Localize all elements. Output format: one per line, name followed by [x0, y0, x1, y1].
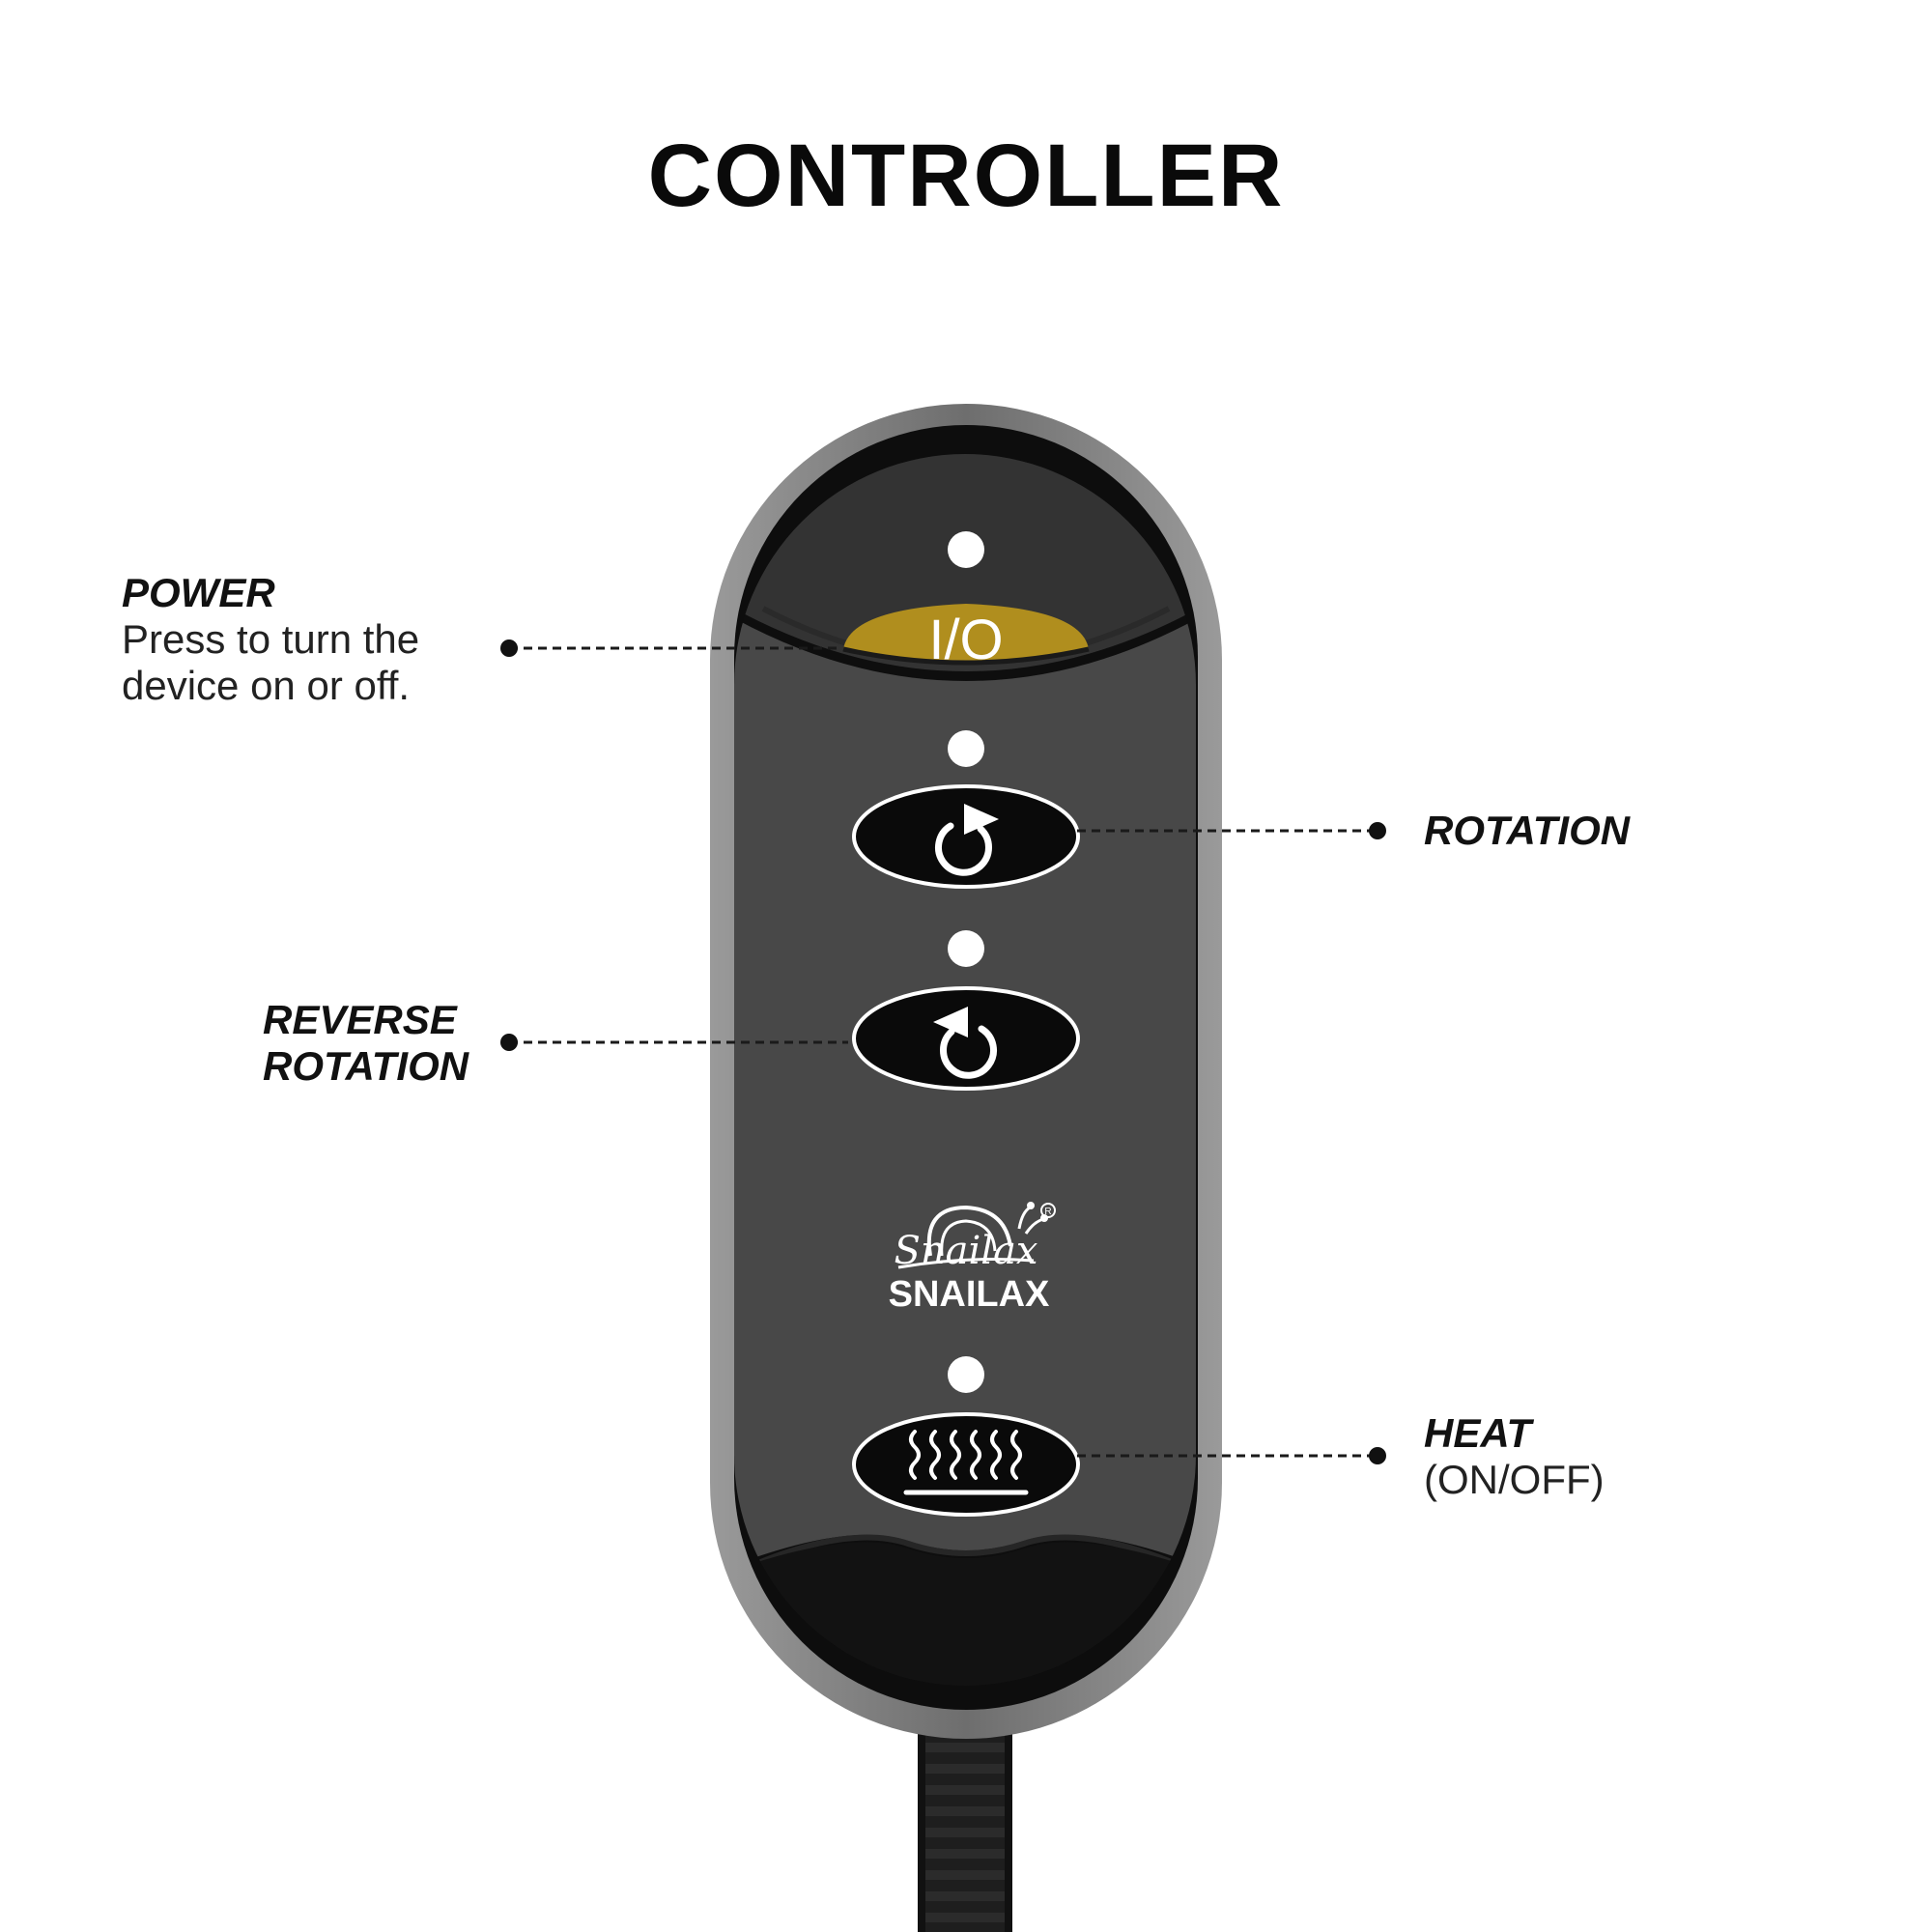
reverse-label-line1: REVERSE: [263, 997, 457, 1042]
power-description-line2: device on or off.: [122, 663, 411, 708]
heat-indicator-light: [948, 1356, 984, 1393]
heat-callout: HEAT (ON/OFF): [1424, 1410, 1605, 1503]
rotation-indicator-light: [948, 730, 984, 767]
rotation-leader-dot: [1369, 822, 1386, 839]
controller-panel: [734, 454, 1196, 1686]
rotate-clockwise-icon: [935, 804, 999, 876]
power-leader-dot: [500, 639, 518, 657]
power-symbol: I/O: [928, 609, 1003, 671]
leader-lines: [509, 646, 1378, 1458]
power-callout: POWER Press to turn the device on or off…: [122, 570, 419, 709]
power-indicator-light: [948, 531, 984, 568]
heat-label: HEAT: [1424, 1410, 1532, 1456]
heat-button[interactable]: [852, 1412, 1080, 1517]
rotation-button[interactable]: [852, 784, 1080, 889]
brand-name: SNAILAX: [889, 1274, 1050, 1315]
reverse-rotation-callout: REVERSE ROTATION: [263, 997, 469, 1090]
page-title: CONTROLLER: [647, 127, 1285, 225]
power-label: POWER: [122, 570, 275, 615]
brand-script: Snailax: [894, 1229, 1037, 1273]
registered-mark: R: [1044, 1207, 1051, 1217]
heat-leader-dot: [1369, 1447, 1386, 1464]
heat-description: (ON/OFF): [1424, 1457, 1605, 1502]
reverse-rotation-button[interactable]: [852, 986, 1080, 1091]
rotation-label: ROTATION: [1424, 808, 1631, 853]
leader-dots: [500, 639, 1386, 1464]
reverse-label-line2: ROTATION: [263, 1043, 469, 1089]
heat-waves-icon: [903, 1430, 1029, 1495]
snail-logo-icon: Snailax R: [894, 1202, 1056, 1273]
rotate-counterclockwise-icon: [933, 1007, 997, 1079]
reverse-indicator-light: [948, 930, 984, 967]
power-button[interactable]: I/O: [842, 604, 1090, 671]
reverse-leader-dot: [500, 1034, 518, 1051]
power-cord: [918, 1719, 1012, 1932]
power-description-line1: Press to turn the: [122, 616, 420, 662]
rotation-callout: ROTATION: [1424, 808, 1630, 854]
